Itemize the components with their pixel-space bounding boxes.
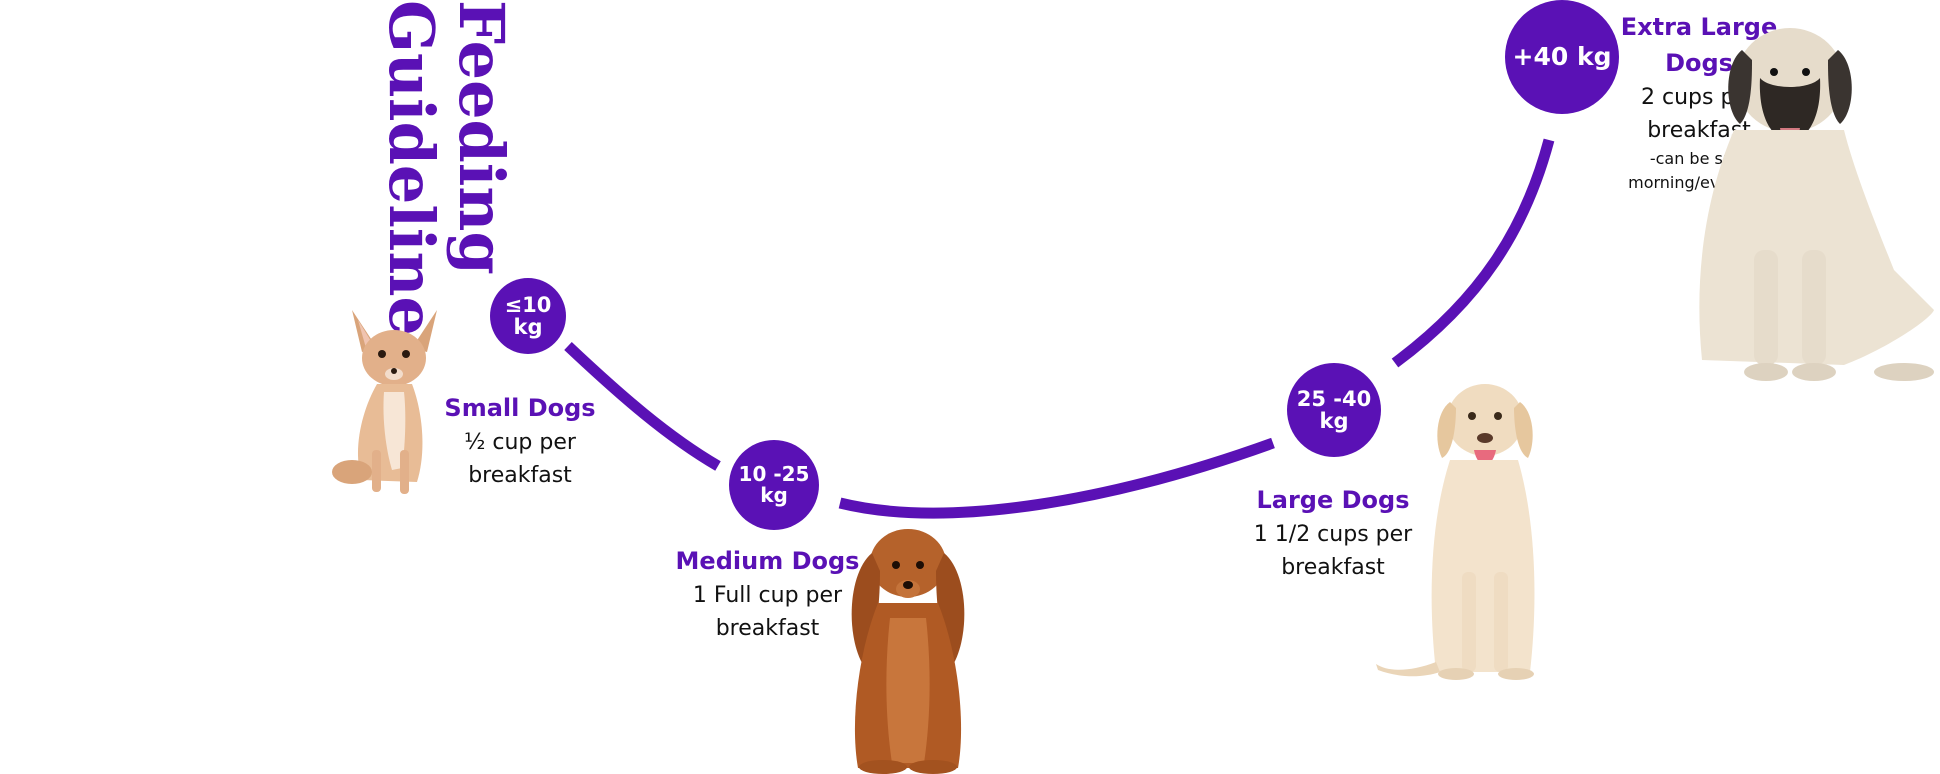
title-line-2: Guidelines [375,0,448,371]
tier-amount-large-line1: 1 1/2 cups per [1253,522,1413,547]
tier-info-large: Large Dogs 1 1/2 cups per breakfast [1228,482,1438,584]
tier-name-medium: Medium Dogs [675,547,860,575]
weight-badge-large-line1: 25 -40 [1296,386,1372,411]
weight-badge-xlarge-line1: +40 kg [1512,41,1612,71]
weight-badge-xlarge: +40 kg [1505,0,1619,114]
weight-badge-small-line1: ≤10 [504,292,552,317]
mastiff-image [1699,28,1934,381]
title-line-1: Feeding [445,0,518,275]
tier-name-small: Small Dogs [444,394,596,422]
tier-name-xlarge-line1: Extra Large [1620,13,1778,41]
weight-badge-medium-line1: 10 -25 [738,462,810,486]
tier-amount-medium-line1: 1 Full cup per [692,583,843,608]
weight-badge-large-line2: kg [1319,409,1349,433]
tier-amount-small-line2: breakfast [468,463,572,488]
curve-segment-small-medium [564,341,721,471]
weight-badge-small: ≤10 kg [490,278,566,354]
labrador-image [1376,384,1535,680]
weight-badge-small-line2: kg [513,315,543,339]
tier-info-small: Small Dogs ½ cup per breakfast [420,390,620,492]
weight-badge-medium: 10 -25 kg [729,440,819,530]
tier-info-medium: Medium Dogs 1 Full cup per breakfast [660,543,875,645]
chihuahua-image [332,310,437,494]
tier-amount-medium-line2: breakfast [715,616,820,641]
curve-segment-medium-large [838,437,1275,519]
weight-badge-medium-line2: kg [760,483,788,507]
tier-name-large: Large Dogs [1256,486,1410,514]
cocker-spaniel-image [851,529,965,774]
curve-segment-large-xlarge [1391,138,1555,368]
tier-amount-small-line1: ½ cup per [464,430,576,455]
page-title: Feeding Guidelines [375,0,518,371]
weight-badge-large: 25 -40 kg [1287,363,1381,457]
tier-name-xlarge-line2: Dogs [1665,49,1733,77]
tier-amount-large-line2: breakfast [1281,555,1385,580]
